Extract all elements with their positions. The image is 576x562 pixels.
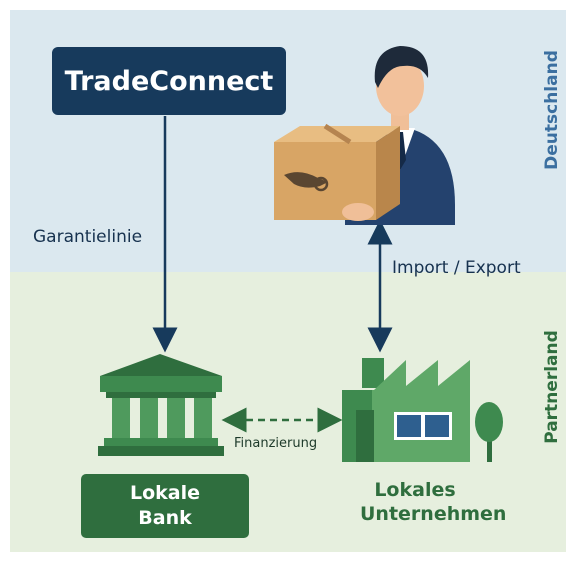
company-label-line2: Unternehmen <box>360 503 507 525</box>
tradeconnect-node: TradeConnect <box>52 47 286 115</box>
guarantee-line-label: Garantielinie <box>33 227 143 247</box>
germany-region-label: Deutschland <box>542 50 562 170</box>
person-with-box-icon <box>274 46 455 225</box>
bank-label-line2: Bank <box>138 507 192 529</box>
local-bank-node: Lokale Bank <box>81 474 249 538</box>
factory-icon <box>342 358 470 462</box>
bank-label-line1: Lokale <box>129 482 201 504</box>
company-label-line1: Lokales <box>374 479 456 501</box>
bank-building-icon <box>98 354 224 456</box>
tree-icon <box>475 402 503 462</box>
local-company-label: Lokales Unternehmen <box>360 478 507 526</box>
partner-country-region-label: Partnerland <box>542 330 562 444</box>
financing-label: Finanzierung <box>234 436 318 451</box>
import-export-label: Import / Export <box>392 258 521 278</box>
